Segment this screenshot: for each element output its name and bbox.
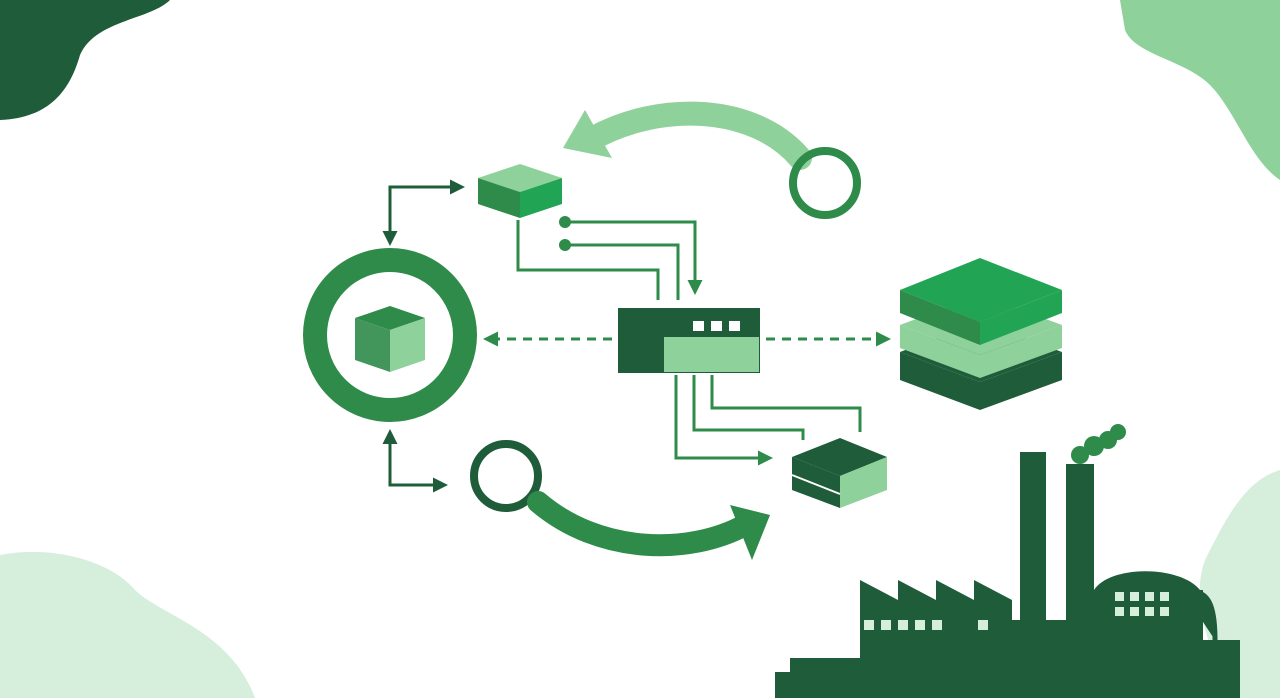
connector-left-top xyxy=(388,179,465,240)
bottom-left-ring-node xyxy=(470,440,542,512)
layered-stack-icon xyxy=(900,258,1062,410)
drain-line-1 xyxy=(674,375,773,466)
feed-line-1 xyxy=(516,220,660,300)
processing-unit-icon xyxy=(618,308,760,373)
drain-line-2 xyxy=(692,375,805,440)
return-arrow-top xyxy=(578,101,812,170)
corner-blob-bottom-left xyxy=(0,551,255,698)
top-right-ring-node xyxy=(789,147,861,219)
drain-line-3 xyxy=(710,375,862,432)
cube-in-ring-icon xyxy=(303,248,477,422)
storage-block-icon xyxy=(791,438,887,508)
corner-blob-top-left xyxy=(0,0,170,120)
feed-line-3 xyxy=(565,243,680,300)
factory-silhouette-icon xyxy=(775,424,1240,698)
corner-blob-top-right xyxy=(1120,0,1280,180)
return-arrow-top-head xyxy=(563,110,612,158)
forward-arrow-bottom xyxy=(527,491,756,557)
cube-icon xyxy=(478,164,562,218)
feed-line-2 xyxy=(565,220,703,295)
connector-hub-to-node xyxy=(388,470,448,493)
forward-arrow-bottom-head xyxy=(730,505,770,560)
